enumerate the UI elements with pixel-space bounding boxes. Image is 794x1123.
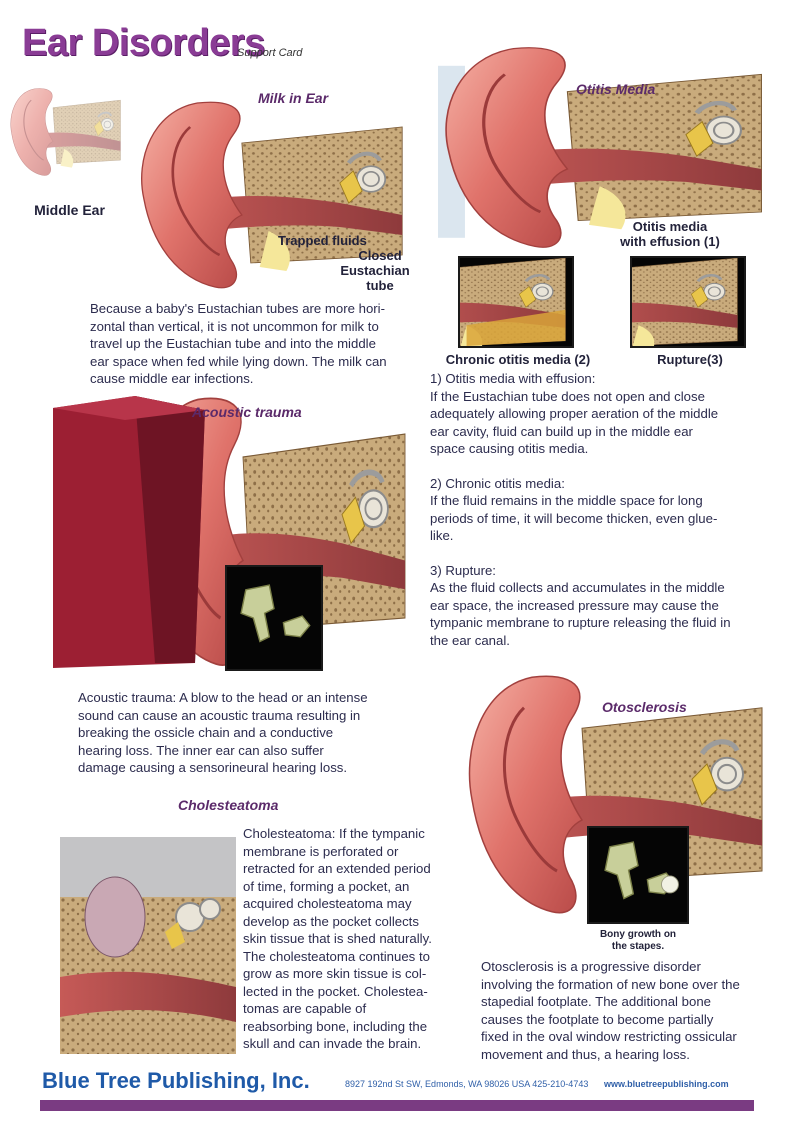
publisher-address: 8927 192nd St SW, Edmonds, WA 98026 USA … [345,1079,589,1089]
page-subtitle: Support Card [237,47,303,59]
acoustic-trauma-title: Acoustic trauma [192,404,302,420]
otitis-media-illustration [438,40,783,255]
publisher-website-link[interactable]: www.bluetreepublishing.com [604,1079,729,1089]
footer-bar [40,1100,754,1111]
milk-in-ear-title: Milk in Ear [258,90,329,106]
cholesteatoma-title: Cholesteatoma [178,797,279,813]
rupture-inset [630,256,746,348]
eustachian-label: Eustachian [340,263,410,278]
page-title: Ear Disorders [22,22,265,64]
middle-ear-label: Middle Ear [34,202,105,218]
otosclerosis-title: Otosclerosis [602,699,687,715]
milk-in-ear-text: Because a baby's Eustachian tubes are mo… [90,301,387,386]
chronic-otitis-label: Chronic otitis media (2) [445,352,591,367]
otitis-text: 1) Otitis media with effusion:If the Eus… [430,371,731,648]
closed-label: Closed [358,248,402,263]
acoustic-ossicle-inset [225,565,323,671]
trapped-fluids-label: Trapped fluids [278,233,367,248]
rupture-label: Rupture(3) [657,352,723,367]
tube-label: tube [366,278,394,293]
acoustic-trauma-text: Acoustic trauma: A blow to the head or a… [78,690,368,775]
middle-ear-thumbnail [8,72,128,192]
otitis-media-title: Otitis Media [576,81,656,97]
acoustic-trauma-illustration [45,388,425,678]
cholesteatoma-illustration [60,837,236,1054]
chronic-otitis-inset [458,256,574,348]
publisher-name: Blue Tree Publishing, Inc. [42,1068,310,1093]
otosclerosis-inset [587,826,689,924]
